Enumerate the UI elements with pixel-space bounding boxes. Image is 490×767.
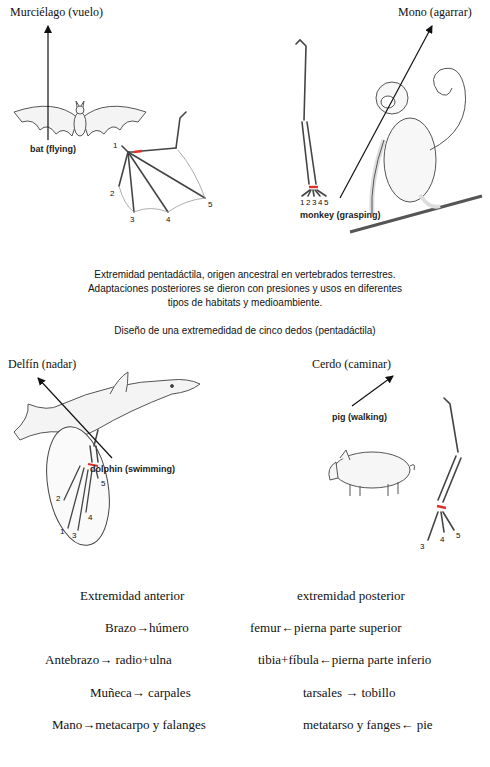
table-cell: Antebrazo→ radio+ulna bbox=[45, 653, 172, 668]
callout-number: 5 bbox=[456, 532, 460, 540]
wrist-mark bbox=[309, 186, 318, 188]
column-header: Extremidad anterior bbox=[80, 589, 184, 604]
monkey-limb bbox=[296, 40, 326, 196]
wrist-mark bbox=[134, 151, 142, 152]
figure-heading: Mono (agarrar) bbox=[398, 6, 472, 20]
table-cell: tibia+fíbula←pierna parte inferio bbox=[258, 653, 431, 668]
leader-arrow bbox=[38, 26, 432, 458]
note-text: Extremidad pentadáctila, origen ancestra… bbox=[85, 268, 405, 310]
callout-number: 4 bbox=[440, 536, 444, 544]
callout-number: 1 bbox=[300, 199, 304, 207]
callout-number: 5 bbox=[101, 480, 105, 488]
wrist-mark bbox=[437, 506, 446, 508]
callout-number: 3 bbox=[130, 216, 134, 224]
callout-number: 3 bbox=[420, 543, 424, 551]
bat-limb bbox=[119, 112, 205, 212]
callout-number: 1 bbox=[60, 528, 64, 536]
callout-number: 1 bbox=[113, 142, 117, 150]
table-cell: metatarso y fanges← pie bbox=[303, 718, 433, 733]
callout-number: 4 bbox=[318, 199, 322, 207]
figure-caption: monkey (grasping) bbox=[300, 210, 381, 220]
table-cell: tarsales → tobillo bbox=[303, 686, 395, 701]
callout-number: 2 bbox=[56, 495, 60, 503]
figure-caption: dolphin (swimming) bbox=[90, 464, 175, 474]
table-cell: Mano→metacarpo y falanges bbox=[52, 718, 206, 733]
figure-caption: bat (flying) bbox=[30, 144, 76, 154]
monkey-figure bbox=[350, 68, 482, 232]
callout-number: 3 bbox=[312, 199, 316, 207]
callout-number: 2 bbox=[110, 190, 114, 198]
callout-number: 3 bbox=[72, 532, 76, 540]
table-cell: femur←pierna parte superior bbox=[250, 621, 402, 636]
column-header: extremidad posterior bbox=[297, 589, 405, 604]
callout-number: 4 bbox=[166, 216, 170, 224]
pig-limb bbox=[428, 398, 461, 540]
callout-number: 5 bbox=[324, 199, 328, 207]
figure-caption: pig (walking) bbox=[332, 412, 387, 422]
figure-heading: Delfín (nadar) bbox=[8, 358, 76, 372]
callout-number: 2 bbox=[306, 199, 310, 207]
table-cell: Muñeca→ carpales bbox=[90, 686, 191, 701]
figure-heading: Cerdo (caminar) bbox=[312, 358, 391, 372]
bat-figure bbox=[14, 101, 146, 136]
callout-number: 4 bbox=[88, 514, 92, 522]
table-cell: Brazo→húmero bbox=[105, 621, 189, 636]
note-text: Diseño de una extremedidad de cinco dedo… bbox=[85, 324, 405, 338]
figure-heading: Murciélago (vuelo) bbox=[10, 6, 103, 20]
dolphin-flipper bbox=[38, 422, 118, 551]
pig-figure bbox=[329, 450, 415, 496]
callout-number: 5 bbox=[208, 201, 212, 209]
